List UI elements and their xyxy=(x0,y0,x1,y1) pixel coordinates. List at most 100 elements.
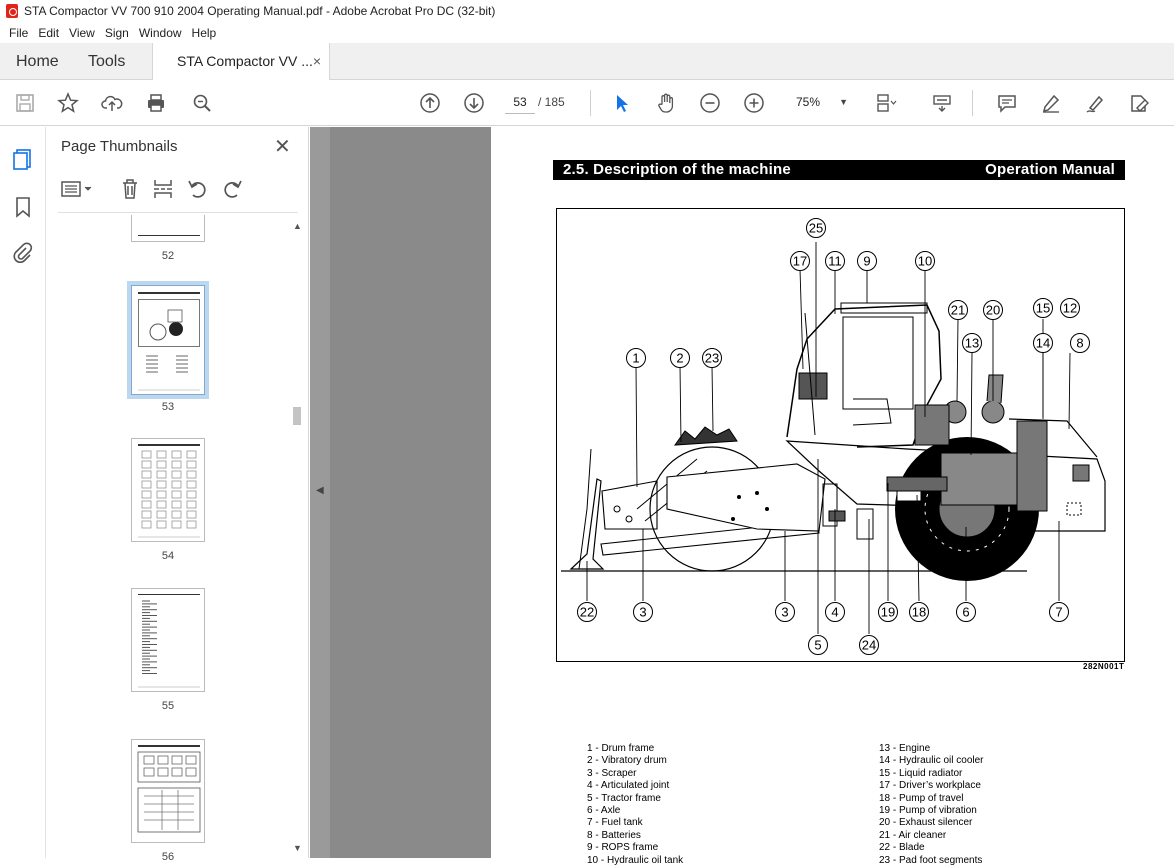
tab-document[interactable]: STA Compactor VV ... × xyxy=(152,43,330,81)
callout-marker: 22 xyxy=(577,602,597,622)
save-icon[interactable] xyxy=(13,91,37,115)
callout-marker: 17 xyxy=(790,251,810,271)
callout-label: 11 xyxy=(828,254,842,269)
callout-marker: 9 xyxy=(857,251,877,271)
callout-label: 15 xyxy=(1036,301,1050,316)
menu-sign[interactable]: Sign xyxy=(104,25,129,40)
legend-item: 10 - Hydraulic oil tank xyxy=(587,854,684,866)
next-page-icon[interactable] xyxy=(462,91,486,115)
callout-label: 6 xyxy=(962,605,969,620)
legend-item: 20 - Exhaust silencer xyxy=(879,817,973,829)
callout-marker: 4 xyxy=(825,602,845,622)
navigation-rail xyxy=(0,127,46,858)
bookmark-icon[interactable] xyxy=(11,195,35,219)
menu-view[interactable]: View xyxy=(69,25,95,40)
page-fit-icon[interactable] xyxy=(874,91,898,115)
callout-label: 4 xyxy=(831,605,838,620)
previous-page-icon[interactable] xyxy=(418,91,442,115)
edit-pdf-icon[interactable] xyxy=(1127,91,1151,115)
callout-marker: 10 xyxy=(915,251,935,271)
scroll-up-icon[interactable]: ▲ xyxy=(293,221,302,231)
toolbar: 53 / 185 75% ▼ xyxy=(0,80,1174,126)
thumbnail-preview xyxy=(138,309,200,391)
callout-label: 22 xyxy=(580,605,594,620)
callout-marker: 5 xyxy=(808,635,828,655)
read-mode-icon[interactable] xyxy=(930,91,954,115)
scroll-down-icon[interactable]: ▼ xyxy=(293,843,302,853)
collapse-panel-icon[interactable]: ◀ xyxy=(316,485,324,496)
thumbnail-page[interactable] xyxy=(131,588,205,692)
comment-icon[interactable] xyxy=(995,91,1019,115)
zoom-out-icon[interactable] xyxy=(698,91,722,115)
document-viewport[interactable]: ◀ 2.5. Description of the machine Operat… xyxy=(310,127,1174,866)
callout-marker: 7 xyxy=(1049,602,1069,622)
menu-help[interactable]: Help xyxy=(191,25,217,40)
upload-cloud-icon[interactable] xyxy=(100,91,124,115)
thumbnail-label: 54 xyxy=(161,550,175,562)
legend-item: 15 - Liquid radiator xyxy=(879,767,963,779)
legend-item: 6 - Axle xyxy=(587,805,621,817)
toolbar-divider xyxy=(972,90,973,116)
menu-file[interactable]: File xyxy=(9,25,29,40)
thumbnail-page[interactable] xyxy=(131,215,205,242)
legend-item: 19 - Pump of vibration xyxy=(879,805,977,817)
rotate-right-icon[interactable] xyxy=(220,177,244,201)
chevron-down-icon: ▼ xyxy=(839,97,848,107)
delete-page-icon[interactable] xyxy=(118,177,142,201)
legend-item: 3 - Scraper xyxy=(587,767,637,779)
tab-tools[interactable]: Tools xyxy=(88,53,126,70)
scrollbar-thumb[interactable] xyxy=(293,407,301,425)
legend-item: 4 - Articulated joint xyxy=(587,780,670,792)
page-number-input[interactable]: 53 xyxy=(505,90,535,114)
panel-splitter[interactable]: ◀ xyxy=(310,127,330,858)
zoom-level-value: 75% xyxy=(796,95,821,109)
toolbar-divider xyxy=(590,90,591,116)
callout-marker: 23 xyxy=(702,348,722,368)
page-thumbnails-icon[interactable] xyxy=(11,147,35,171)
tab-bar: Home Tools STA Compactor VV ... × xyxy=(0,43,1174,81)
menu-edit[interactable]: Edit xyxy=(38,25,60,40)
fill-sign-icon[interactable] xyxy=(1083,91,1107,115)
callout-label: 20 xyxy=(986,303,1000,318)
tab-home[interactable]: Home xyxy=(16,53,59,70)
hand-tool-icon[interactable] xyxy=(654,91,678,115)
thumbnail-tools xyxy=(58,167,298,213)
zoom-level-select[interactable]: 75% ▼ xyxy=(788,90,854,114)
page-thumbnails-panel: Page Thumbnails ✕ 52 xyxy=(46,127,309,863)
star-icon[interactable] xyxy=(56,91,80,115)
callout-label: 14 xyxy=(1036,336,1050,351)
callout-marker: 13 xyxy=(962,333,982,353)
rotate-left-icon[interactable] xyxy=(186,177,210,201)
manual-title: Operation Manual xyxy=(985,161,1115,178)
zoom-in-icon[interactable] xyxy=(742,91,766,115)
legend-item: 5 - Tractor frame xyxy=(587,792,661,804)
callout-marker: 15 xyxy=(1033,298,1053,318)
callout-label: 21 xyxy=(951,303,965,318)
zoom-search-icon[interactable] xyxy=(190,91,214,115)
callout-marker: 21 xyxy=(948,300,968,320)
attachment-icon[interactable] xyxy=(11,241,35,265)
legend-item: 18 - Pump of travel xyxy=(879,792,964,804)
callout-label: 18 xyxy=(912,605,926,620)
thumbnail-preview xyxy=(138,450,200,538)
section-title: 2.5. Description of the machine xyxy=(563,161,791,178)
extract-page-icon[interactable] xyxy=(151,177,175,201)
thumbnail-page-selected[interactable] xyxy=(127,281,209,399)
thumbnail-page[interactable] xyxy=(131,739,205,843)
thumbnail-options-icon[interactable] xyxy=(60,177,96,201)
figure-code: 282N001T xyxy=(1083,662,1125,671)
menu-window[interactable]: Window xyxy=(138,25,182,40)
close-icon[interactable]: ✕ xyxy=(274,136,291,158)
print-icon[interactable] xyxy=(144,91,168,115)
thumbnail-page[interactable] xyxy=(131,438,205,542)
callout-marker: 3 xyxy=(633,602,653,622)
window-title: STA Compactor VV 700 910 2004 Operating … xyxy=(24,4,496,18)
legend-item: 21 - Air cleaner xyxy=(879,829,947,841)
callout-label: 10 xyxy=(918,254,932,269)
highlight-pen-icon[interactable] xyxy=(1039,91,1063,115)
select-cursor-icon[interactable] xyxy=(610,91,634,115)
thumbnail-scrollbar[interactable]: ▲ ▼ xyxy=(291,219,303,858)
close-icon[interactable]: × xyxy=(312,53,321,69)
